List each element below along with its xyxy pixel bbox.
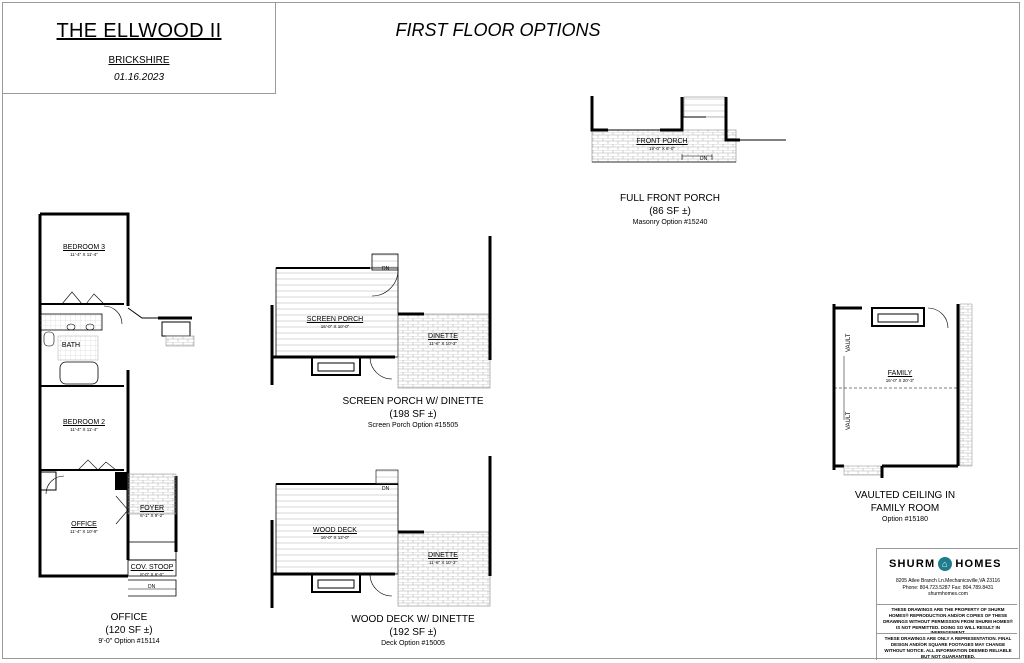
option-name-line-2: FAMILY ROOM [870, 502, 940, 514]
plan-date: 01.16.2023 [113, 72, 165, 83]
family-room-plan [832, 303, 973, 478]
option-number: Screen Porch Option #15505 [367, 422, 459, 429]
room-name: SCREEN PORCH [306, 316, 364, 323]
cov-stoop-room: COV. STOOP 8'-0" X 6'-0" [128, 564, 176, 578]
option-name-line-1: VAULTED CEILING IN [854, 490, 956, 501]
family-room: FAMILY 16'-0" X 20'-3" [872, 370, 928, 384]
office-room: OFFICE 11'-4" X 10'-9" [52, 521, 116, 535]
vaulted-caption: VAULTED CEILING IN FAMILY ROOM Option #1… [840, 490, 970, 525]
brand-phone: Phone: 804.723.5287 Fax: 804.789.8431 [902, 584, 994, 591]
legal-notice-1: THESE DRAWINGS ARE THE PROPERTY OF SHURM… [883, 607, 1013, 636]
dn-label: DN [382, 486, 390, 492]
option-number: 9'-0" Option #15114 [98, 638, 160, 645]
bath-room: BATH [58, 342, 84, 350]
wood-deck-plan [270, 456, 492, 608]
room-name: FOYER [139, 505, 165, 512]
option-name: OFFICE [110, 612, 148, 623]
dn-label: DN [382, 266, 390, 272]
option-number: Option #15180 [882, 516, 928, 523]
divider [877, 604, 1017, 605]
dn-label: DN [148, 584, 156, 590]
front-porch-plan [590, 96, 786, 163]
room-dims: 11'-4" X 11'-4" [70, 427, 98, 433]
room-dims: 11'-4" X 10'-9" [69, 529, 99, 535]
vault-label-lower: VAULT [846, 411, 852, 430]
room-name: FRONT PORCH [636, 138, 688, 145]
room-name: BEDROOM 3 [62, 244, 105, 251]
room-dims: 11'-6" X 10'-3" [428, 560, 458, 566]
bedroom-3-room: BEDROOM 3 11'-4" X 11'-4" [52, 244, 116, 258]
dinette-room-a: DINETTE 11'-6" X 10'-3" [420, 333, 466, 347]
office-wing-plan [38, 212, 195, 597]
room-name: FAMILY [887, 370, 913, 377]
dn-label: DN [700, 156, 708, 162]
option-name: WOOD DECK W/ DINETTE [351, 614, 475, 625]
room-name: DINETTE [428, 552, 458, 559]
foyer-room: FOYER 6'-1" X 9'-2" [132, 505, 172, 519]
room-dims: 11'-6" X 10'-3" [428, 341, 458, 347]
legal-notice-2: THESE DRAWINGS ARE ONLY A REPRESENTATION… [884, 636, 1012, 659]
brand-contact: 8205 Atlee Branch Ln.Mechanicsville,VA 2… [881, 578, 1015, 598]
screen-porch-caption: SCREEN PORCH W/ DINETTE (198 SF ±) Scree… [338, 396, 488, 431]
room-name: OFFICE [71, 521, 97, 528]
room-name: WOOD DECK [313, 527, 357, 534]
option-area: (120 SF ±) [105, 624, 153, 636]
brand-name-right: HOMES [955, 558, 1002, 570]
room-dims: 16'-0" X 20'-3" [885, 378, 915, 384]
wood-deck-caption: WOOD DECK W/ DINETTE (192 SF ±) Deck Opt… [338, 614, 488, 649]
sheet-title: FIRST FLOOR OPTIONS [395, 20, 601, 40]
bedroom-2-room: BEDROOM 2 11'-4" X 11'-4" [52, 419, 116, 433]
screen-porch-room: SCREEN PORCH 16'-0" X 10'-0" [300, 316, 370, 330]
option-name: FULL FRONT PORCH [619, 193, 720, 204]
brand-address: 8205 Atlee Branch Ln.Mechanicsville,VA 2… [895, 578, 1001, 584]
brand-website: shurmhomes.com [928, 591, 968, 597]
front-porch-room: FRONT PORCH 19'-0" X 6'-0" [624, 138, 700, 152]
brand-name-left: SHURM [889, 558, 936, 570]
option-area: (192 SF ±) [389, 626, 437, 638]
room-dims: 16'-0" X 12'-0" [320, 535, 350, 541]
wood-deck-room: WOOD DECK 16'-0" X 12'-0" [305, 527, 365, 541]
community-name: BRICKSHIRE [108, 55, 170, 66]
room-dims: 16'-0" X 10'-0" [320, 324, 350, 330]
office-caption: OFFICE (120 SF ±) 9'-0" Option #15114 [74, 612, 184, 647]
option-name: SCREEN PORCH W/ DINETTE [342, 396, 484, 407]
room-name: BATH [61, 342, 81, 349]
option-number: Deck Option #15005 [381, 640, 445, 647]
option-area: (86 SF ±) [649, 205, 691, 217]
room-name: COV. STOOP [130, 564, 174, 571]
option-number: Masonry Option #15240 [632, 219, 708, 226]
room-name: DINETTE [428, 333, 458, 340]
title-block: THE ELLWOOD II BRICKSHIRE 01.16.2023 [2, 2, 276, 94]
room-dims: 6'-1" X 9'-2" [140, 513, 164, 519]
front-porch-caption: FULL FRONT PORCH (86 SF ±) Masonry Optio… [600, 193, 740, 228]
divider [877, 633, 1017, 634]
house-icon: ⌂ [938, 557, 953, 571]
vault-label-upper: VAULT [846, 333, 852, 352]
screen-porch-plan [270, 236, 492, 389]
room-dims: 11'-4" X 11'-4" [70, 252, 98, 258]
room-dims: 19'-0" X 6'-0" [649, 146, 675, 152]
option-area: (198 SF ±) [389, 408, 437, 420]
room-name: BEDROOM 2 [62, 419, 105, 426]
room-dims: 8'-0" X 6'-0" [140, 572, 164, 578]
plan-title: THE ELLWOOD II [56, 20, 222, 42]
brand-block: SHURM ⌂ HOMES 8205 Atlee Branch Ln.Mecha… [876, 548, 1018, 660]
dinette-room-b: DINETTE 11'-6" X 10'-3" [420, 552, 466, 566]
brand-logo: SHURM ⌂ HOMES [889, 557, 1002, 571]
